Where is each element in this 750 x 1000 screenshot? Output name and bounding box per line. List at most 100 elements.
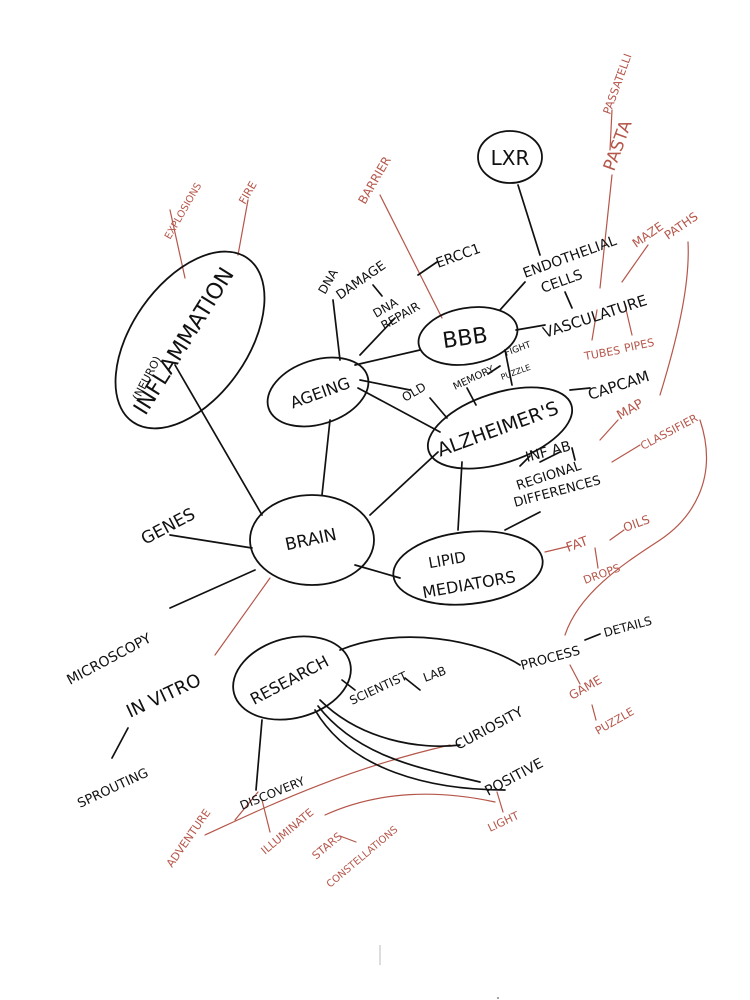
- edge-scientist-lab: [404, 677, 421, 691]
- research-label: RESEARCH: [247, 652, 332, 709]
- connector-pipes: [624, 304, 633, 336]
- label-vasculature: VASCULATURE: [541, 291, 650, 342]
- connector-fire: [237, 199, 249, 256]
- lxr-label: LXR: [491, 146, 530, 170]
- edge-alz-brain: [369, 451, 439, 516]
- edge-research-curiosity-1: [319, 699, 461, 748]
- label-discovery: DISCOVERY: [238, 774, 308, 813]
- label-in-vitro: IN VITRO: [123, 670, 204, 723]
- edge-inflammation-brain: [174, 364, 263, 516]
- edge-endothelial-vasculature: [564, 291, 573, 309]
- edge-brain-microscopy: [169, 569, 256, 609]
- annotation-game: GAME: [567, 673, 605, 703]
- edge-damage-repair: [372, 284, 383, 297]
- connector-brain-invitro: [214, 577, 271, 656]
- connector-oils: [609, 529, 625, 541]
- concept-labels: DNA DAMAGE DNA REPAIR ERCC1 ENDOTHELIAL …: [64, 233, 653, 813]
- edge-research-scientist: [341, 679, 356, 691]
- edge-alz-infab: [519, 455, 531, 467]
- edge-research-curiosity-2: [317, 705, 481, 783]
- edge-sprouting: [111, 727, 129, 759]
- node-labels: LXR (NEURO) INFLAMMATION AGEING BBB ALZH…: [129, 146, 561, 709]
- label-ercc1: ERCC1: [434, 241, 483, 272]
- stray-dot: [497, 997, 499, 999]
- brain-label: BRAIN: [283, 525, 338, 555]
- edge-ercc1-repair: [417, 261, 438, 276]
- annotation-paths: PATHS: [662, 209, 701, 242]
- label-genes: GENES: [138, 504, 199, 549]
- edge-regional-lipid: [504, 511, 541, 531]
- ageing-node-outline: [266, 356, 370, 428]
- lipid-mediators-node-outline: [392, 530, 544, 606]
- edge-bbb-vasculature: [515, 324, 546, 331]
- annotation-fire: FIRE: [236, 179, 259, 206]
- edge-alz-regional: [539, 451, 561, 463]
- edge-process-details: [584, 633, 601, 641]
- edge-alz-capcam: [569, 387, 591, 391]
- label-lab: LAB: [421, 664, 448, 685]
- label-damage: DAMAGE: [334, 258, 389, 303]
- label-scientist: SCIENTIST: [347, 669, 410, 708]
- edge-ageing-brain: [321, 419, 331, 496]
- label-sprouting: SPROUTING: [75, 766, 151, 812]
- research-node-outline: [232, 635, 352, 721]
- brain-node-outline: [249, 494, 375, 586]
- label-positive: POSITIVE: [482, 756, 546, 800]
- edge-ageing-damage: [332, 299, 341, 361]
- edge-inf-regional: [571, 447, 576, 461]
- annotation-adventure: ADVENTURE: [164, 807, 214, 870]
- edge-memory-alzheimers: [466, 387, 477, 406]
- connector-drops: [594, 547, 599, 569]
- edge-old-alzheimers: [429, 397, 448, 419]
- connector-illuminate: [261, 799, 271, 833]
- edge-brain-genes: [169, 534, 253, 549]
- edge-lxr-endothelial: [517, 184, 541, 256]
- concept-edges: [111, 184, 601, 791]
- annotation-puzzle: PUZZLE: [593, 705, 636, 738]
- edge-research-positive: [314, 709, 506, 791]
- connector-map-to-process: [564, 419, 708, 636]
- connector-paths: [659, 241, 689, 396]
- inflammation-node-outline: [114, 250, 266, 430]
- annotation-classifier: CLASSIFIER: [638, 411, 700, 452]
- connector-pasta: [599, 174, 613, 289]
- label-microscopy: MICROSCOPY: [64, 630, 154, 688]
- annotation-connectors: [169, 109, 708, 843]
- label-old: OLD: [400, 380, 429, 405]
- annotation-explosions: EXPLOSIONS: [163, 181, 204, 241]
- edge-ageing-repair: [359, 317, 396, 356]
- ageing-label: AGEING: [288, 373, 353, 412]
- bbb-node-outline: [417, 306, 519, 366]
- connector-puzzle: [591, 704, 597, 721]
- connector-light: [496, 791, 504, 813]
- annotation-fat: FAT: [564, 534, 590, 556]
- label-fight: FIGHT: [504, 340, 533, 359]
- annotation-illuminate: ILLUMINATE: [259, 806, 317, 857]
- connector-passatelli: [609, 109, 613, 151]
- annotation-stars: STARS: [310, 830, 345, 862]
- connector-maze: [621, 244, 649, 283]
- annotation-passatelli: PASSATELLI: [601, 52, 635, 116]
- edge-fight-memory: [487, 365, 501, 375]
- inflammation-label: INFLAMMATION: [129, 264, 239, 420]
- connector-game: [569, 664, 581, 685]
- node-shapes: [114, 130, 574, 721]
- connector-fat: [544, 545, 571, 553]
- label-memory: MEMORY: [452, 364, 497, 393]
- annotation-light: LIGHT: [486, 809, 522, 835]
- lxr-node-outline: [477, 130, 543, 184]
- connector-classifier: [611, 444, 641, 463]
- label-puzzle-small: PUZZLE: [500, 363, 532, 382]
- connector-map: [599, 419, 619, 441]
- edge-endothelial-bbb: [499, 281, 526, 311]
- edge-research-process: [339, 636, 521, 666]
- connector-adventure-curve: [204, 744, 451, 836]
- edge-alz-lipid: [457, 461, 463, 531]
- label-capcam: CAPCAM: [586, 367, 652, 404]
- connector-stars-curve: [324, 793, 496, 816]
- annotation-oils: OILS: [621, 512, 651, 534]
- annotation-labels: EXPLOSIONS FIRE BARRIER PASSATELLI PASTA…: [163, 52, 701, 890]
- label-details: DETAILS: [602, 614, 653, 640]
- annotation-map: MAP: [615, 396, 647, 423]
